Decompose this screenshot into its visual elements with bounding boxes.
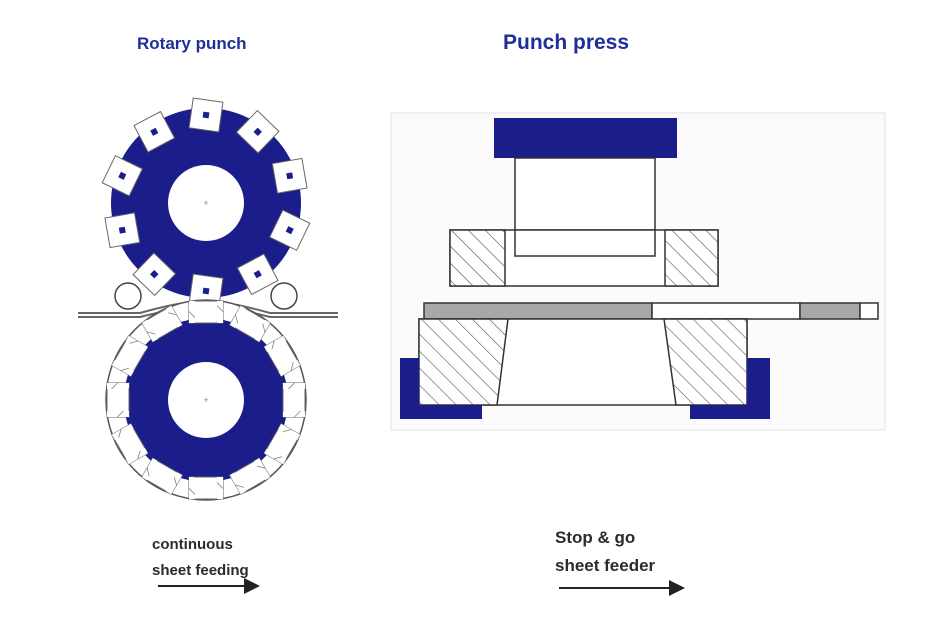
stripper-left-hatch xyxy=(449,229,506,287)
svg-text:+: + xyxy=(203,198,208,208)
press-sheet xyxy=(423,302,879,320)
upper-roll-hub xyxy=(168,165,244,241)
punch-tooth xyxy=(104,212,141,249)
svg-text:+: + xyxy=(203,395,208,405)
punch-tooth xyxy=(236,253,279,296)
die-cavity xyxy=(141,457,183,495)
die-cavity xyxy=(229,457,271,495)
die-cavity xyxy=(111,335,149,377)
rotary-punch-title: Rotary punch xyxy=(137,34,247,53)
die-cavity xyxy=(282,382,306,418)
punch-tooth xyxy=(271,157,308,194)
upper-punch-roll: + xyxy=(101,97,311,309)
die-right-hatch xyxy=(663,318,748,406)
rotary-caption-line1: continuous xyxy=(152,536,233,553)
die-cavity xyxy=(188,300,224,324)
rotary-caption-line2: sheet feeding xyxy=(152,562,249,579)
press-caption-line2: sheet feeder xyxy=(555,556,656,575)
punch-press xyxy=(390,112,886,431)
die-cavity xyxy=(263,423,301,465)
die-cavity xyxy=(141,305,183,343)
clamp-right xyxy=(690,358,770,419)
punch-tooth xyxy=(133,110,176,153)
die-left-hatch xyxy=(418,318,509,406)
punch-tooth xyxy=(101,155,144,197)
punch-tooth xyxy=(188,97,224,133)
die-block xyxy=(418,318,748,406)
lower-roll-hub xyxy=(168,362,244,438)
die-cavity xyxy=(229,305,271,343)
clamp-left xyxy=(400,358,482,419)
die-cavity xyxy=(263,335,301,377)
guide-roller-left xyxy=(114,282,142,310)
die-cavity xyxy=(106,382,130,418)
guide-roller-right xyxy=(270,282,298,310)
lower-die-roll: + xyxy=(105,299,307,501)
press-caption: Stop & go sheet feeder xyxy=(555,524,655,580)
punch-press-title: Punch press xyxy=(503,31,630,54)
press-caption-line1: Stop & go xyxy=(555,528,636,547)
stripper-right-hatch xyxy=(664,229,719,287)
rotary-caption: continuous sheet feeding xyxy=(152,532,249,584)
punch-tooth xyxy=(268,209,311,251)
punch-tooth xyxy=(235,109,280,154)
ram-cap xyxy=(494,118,677,158)
rotary-punch: + + xyxy=(78,97,338,501)
die-cavity xyxy=(111,423,149,465)
die-cavity xyxy=(188,476,224,500)
punch-tooth xyxy=(132,252,177,297)
